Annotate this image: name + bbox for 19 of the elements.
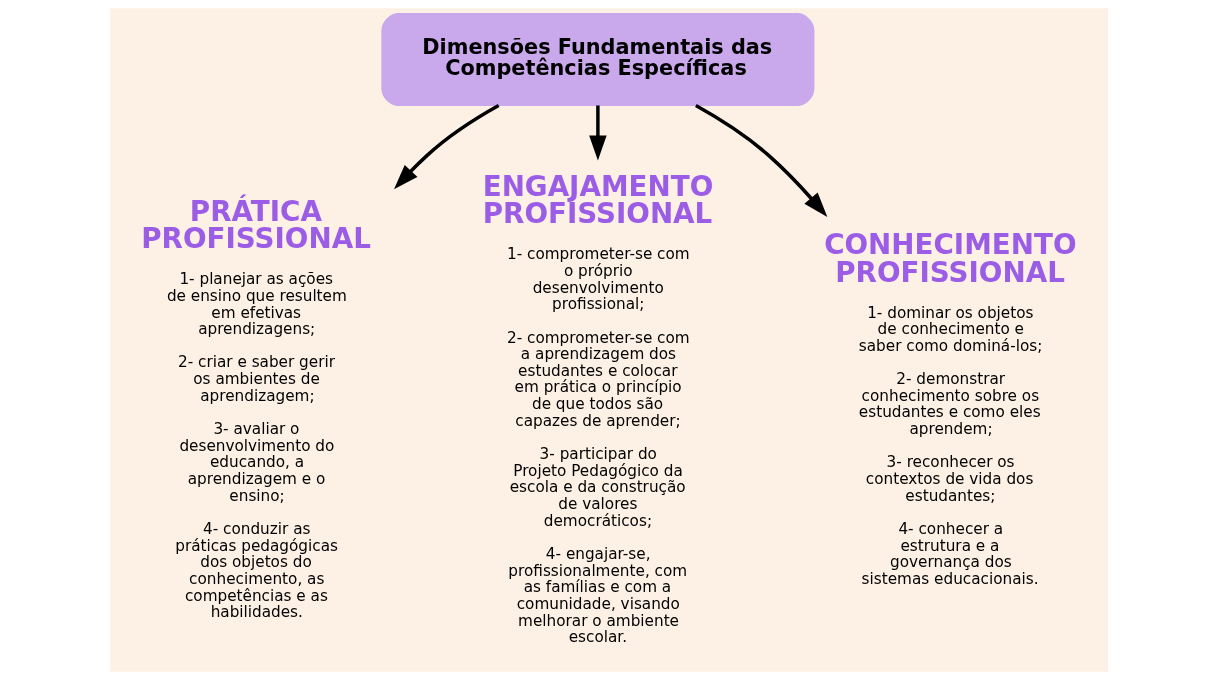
node-label: 3- participar do Projeto Pedagógico da escola e da construção de valores democráticos; (509, 445, 686, 530)
node-text: ENGAJAMENTO PROFISSIONAL (482, 169, 713, 231)
arrow (694, 103, 827, 218)
node-text: CONHECIMENTO PROFISSIONAL (823, 227, 1077, 289)
node-label: 4- conduzir as práticas pedagógicas dos objetos do conhecimento, as competências e as habilidades. (174, 520, 338, 622)
node-label: 3- avaliar o desenvolvimento do educando, a aprendizagem e o ensino; (178, 420, 334, 505)
arrow (393, 104, 499, 190)
node-label: 1- comprometer-se com o próprio desenvolvimento profissional; (506, 245, 690, 314)
node-label: 4- conhecer a estrutura e a governança dos sistemas educacionais. (861, 520, 1039, 589)
node-label: 1- dominar os objetos de conhecimento e saber como dominá-los; (858, 303, 1042, 355)
node-text: PRÁTICA PROFISSIONAL (140, 194, 371, 256)
node-label: 3- reconhecer os contextos de vida dos estudantes; (865, 453, 1033, 505)
node-label: 2- criar e saber gerir os ambientes de aprendizagem; (177, 353, 335, 405)
node-box: Dimensões Fundamentais das Competências Específicas (380, 13, 814, 107)
node-label: 4- engajar-se, profissionalmente, com as famílias e com a comunidade, visando melhorar o ambiente escolar. (507, 545, 687, 647)
node-label: 1- planejar as ações de ensino que resultem em efetivas aprendizagens; (166, 270, 347, 339)
arrow (588, 105, 607, 161)
node-label: 2- comprometer-se com a aprendizagem dos estudantes e colocar em prática o princípio de que todos são capazes de aprender; (506, 328, 690, 430)
node-label: 2- demonstrar conhecimento sobre os estudantes e como eles aprendem; (858, 370, 1041, 439)
